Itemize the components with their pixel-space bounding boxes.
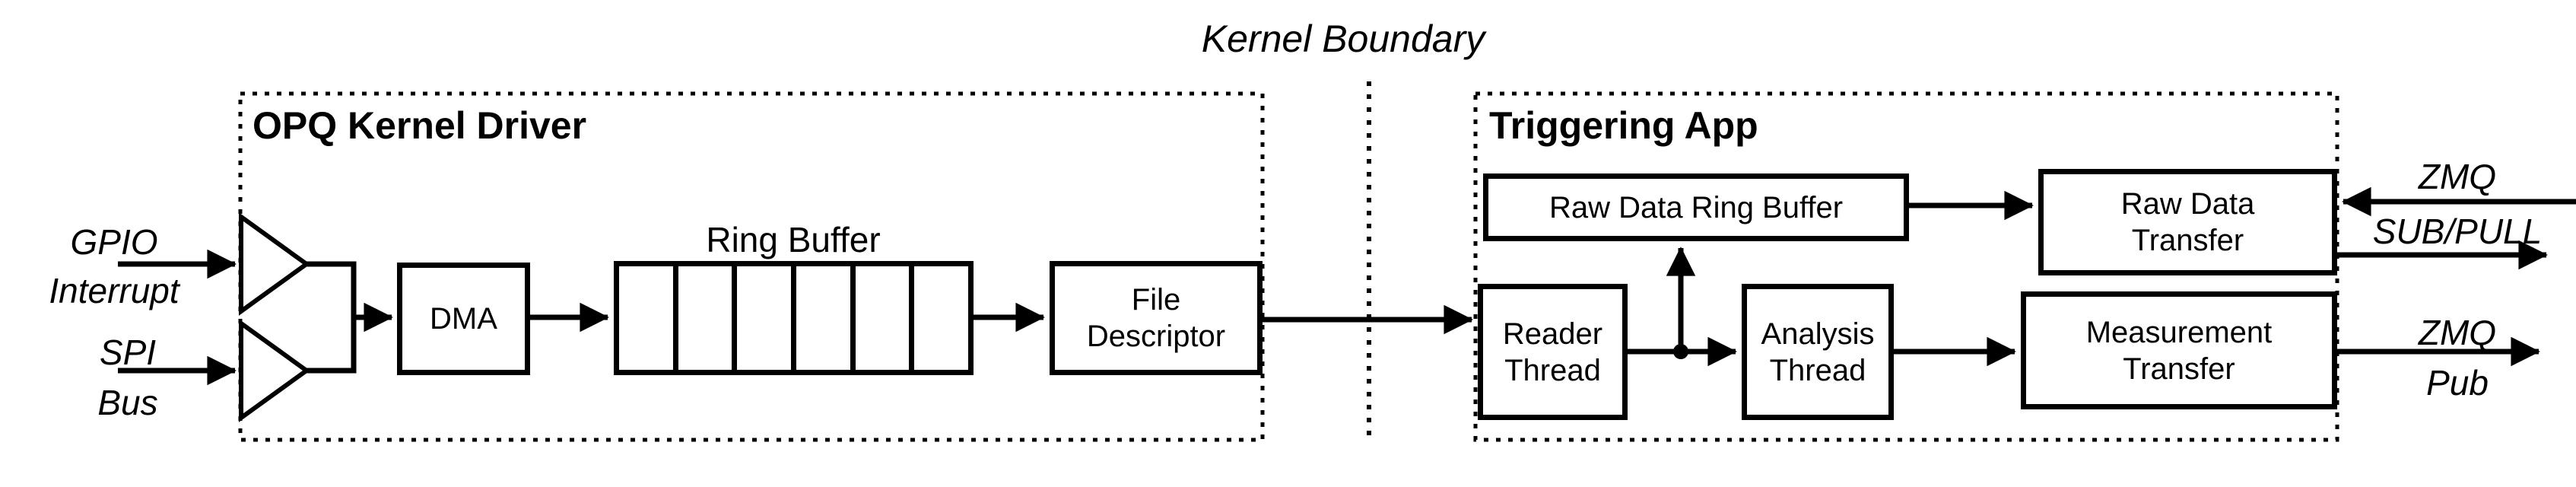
ring-buffer-cell — [909, 266, 968, 370]
raw-data-transfer-label-line1: Raw Data — [2120, 187, 2255, 221]
measurement-transfer-label-line1: Measurement — [2085, 315, 2273, 349]
opq-kernel-driver-container — [238, 91, 1265, 442]
spi-bus-label-line1: SPI — [99, 333, 157, 372]
dma-label: DMA — [430, 302, 497, 336]
gpio-interrupt-label: GPIO Interrupt — [15, 218, 213, 315]
analysis-thread-box: Analysis Thread — [1742, 284, 1894, 420]
ring-buffer-cell — [850, 266, 910, 370]
zmq-pub-label-line2: Pub — [2426, 363, 2489, 403]
ring-buffer-label: Ring Buffer — [706, 220, 881, 259]
measurement-transfer-box: Measurement Transfer — [2021, 291, 2337, 409]
raw-data-ring-buffer-box: Raw Data Ring Buffer — [1483, 173, 1909, 241]
file-descriptor-label-line1: File — [1131, 283, 1181, 317]
zmq-sub-pull-label-line2: SUB/PULL — [2372, 212, 2543, 251]
ring-buffer-cell — [672, 266, 732, 370]
analysis-thread-label-line1: Analysis — [1761, 317, 1875, 351]
spi-bus-label: SPI Bus — [29, 327, 227, 428]
ring-buffer-box — [614, 261, 974, 375]
zmq-pub-label: ZMQ Pub — [2339, 307, 2576, 408]
raw-data-transfer-label-line2: Transfer — [2131, 224, 2244, 257]
kernel-boundary-label: Kernel Boundary — [1201, 18, 1485, 60]
gpio-interrupt-label-line1: GPIO — [70, 222, 158, 262]
gpio-interrupt-label-line2: Interrupt — [49, 271, 179, 310]
raw-data-ring-buffer-label: Raw Data Ring Buffer — [1548, 190, 1844, 224]
reader-thread-label-line1: Reader — [1502, 317, 1603, 351]
ring-buffer-cell — [619, 266, 673, 370]
zmq-sub-pull-label: ZMQ SUB/PULL — [2339, 149, 2576, 259]
reader-thread-label-line2: Thread — [1504, 353, 1601, 387]
raw-data-transfer-box: Raw Data Transfer — [2038, 169, 2337, 275]
file-descriptor-label-line2: Descriptor — [1086, 320, 1226, 353]
measurement-transfer-label-line2: Transfer — [2123, 352, 2235, 386]
triggering-app-title: Triggering App — [1489, 104, 1758, 147]
ring-buffer-cell — [791, 266, 850, 370]
dma-box: DMA — [397, 263, 530, 375]
zmq-pub-label-line1: ZMQ — [2418, 313, 2497, 352]
gpio-buffer-triangle-icon — [239, 212, 311, 316]
file-descriptor-box: File Descriptor — [1050, 261, 1263, 375]
reader-thread-box: Reader Thread — [1478, 284, 1628, 420]
triggering-app-container — [1473, 91, 2339, 442]
ring-buffer-cell — [732, 266, 791, 370]
spi-bus-label-line2: Bus — [97, 383, 158, 422]
opq-kernel-driver-title: OPQ Kernel Driver — [253, 104, 587, 147]
triangle-join-lines — [307, 261, 357, 374]
zmq-sub-pull-label-line1: ZMQ — [2418, 157, 2497, 196]
spi-buffer-triangle-icon — [239, 319, 311, 422]
analysis-thread-label-line2: Thread — [1769, 353, 1866, 387]
